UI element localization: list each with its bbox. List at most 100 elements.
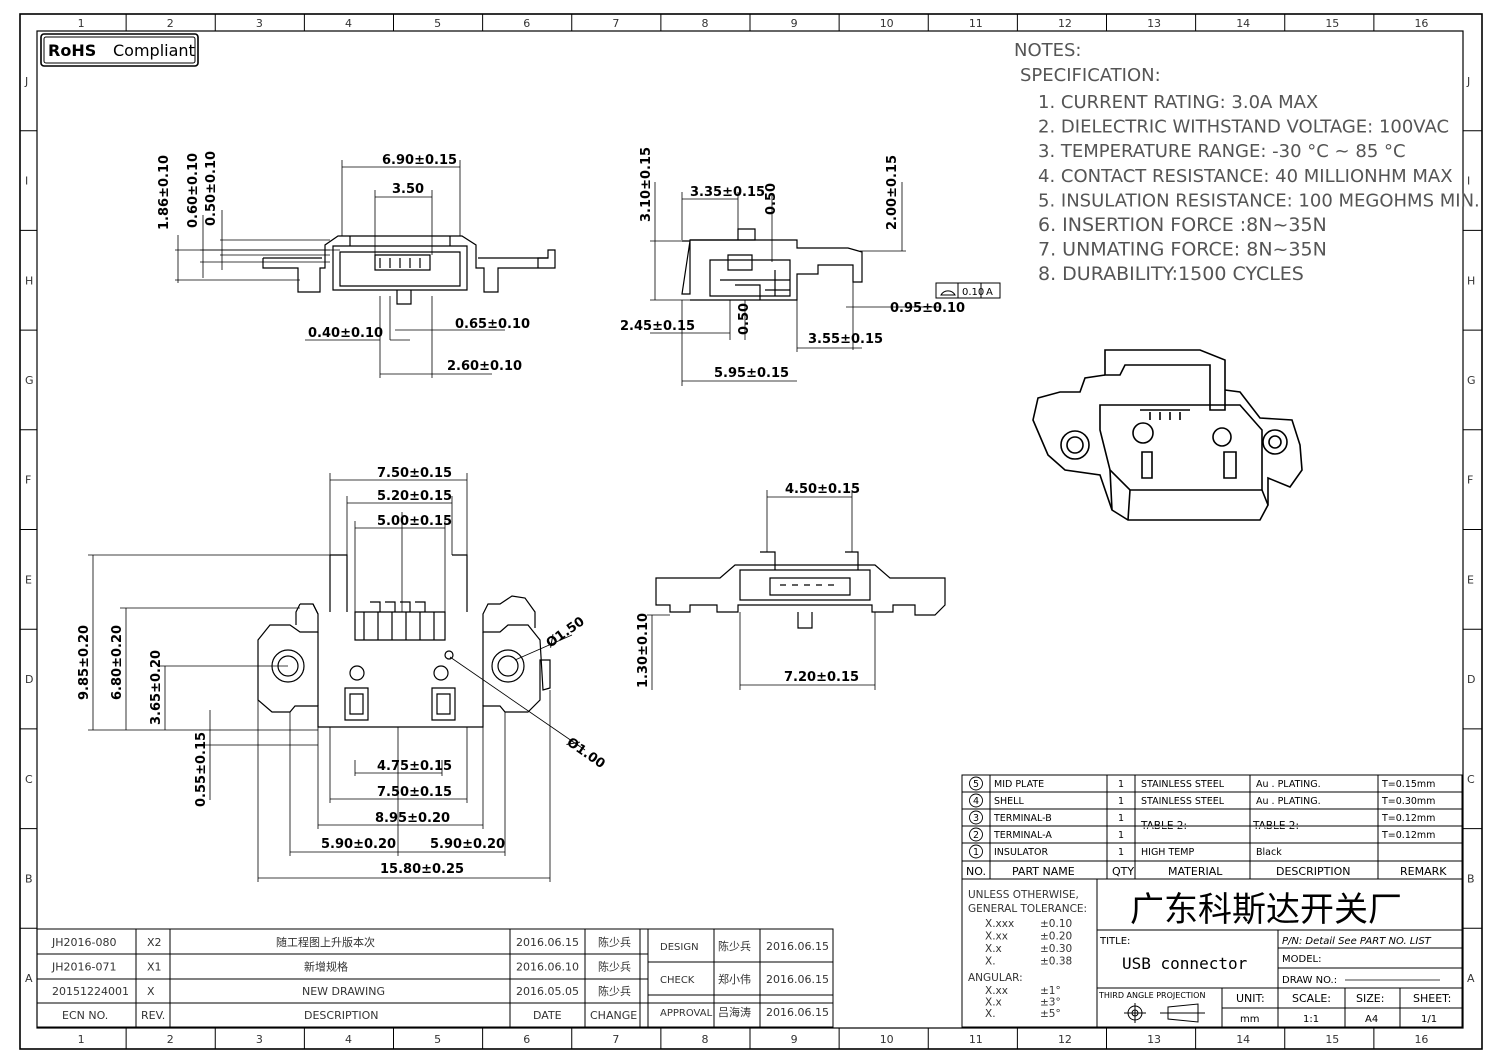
- angular-rows: X.xx±1°X.x±3°X.±5°: [985, 985, 1061, 1020]
- rear-view-dims: [647, 490, 876, 690]
- grid-row-left-A: A: [25, 972, 33, 985]
- tolerance-value: ±0.30: [1040, 943, 1072, 955]
- bom-desc: Au . PLATING.: [1256, 796, 1321, 807]
- bom-header-material: MATERIAL: [1168, 865, 1223, 878]
- bom-header-remark: REMARK: [1400, 865, 1447, 878]
- approval-name: 陈少兵: [718, 939, 751, 953]
- projection-label: THIRD ANGLE PROJECTION: [1098, 991, 1205, 1000]
- flatness-datum: A: [986, 287, 993, 298]
- isometric-view: [1032, 349, 1303, 521]
- dimension-label: 0.40±0.10: [308, 326, 383, 341]
- grid-col-bottom-5: 5: [434, 1033, 441, 1046]
- rev-date: 2016.06.10: [516, 961, 579, 974]
- rev-header-date: DATE: [533, 1009, 562, 1022]
- grid-col-top-7: 7: [612, 17, 619, 30]
- tolerance-format: X.xxx: [985, 918, 1014, 930]
- bom-balloon: [969, 810, 983, 825]
- title-block: [961, 878, 1463, 1028]
- grid-col-top-3: 3: [256, 17, 263, 30]
- model-label: MODEL:: [1282, 954, 1321, 965]
- dimension-label: 2.45±0.15: [620, 319, 695, 334]
- grid-col-top-10: 10: [880, 17, 894, 30]
- bom-qty: 1: [1118, 847, 1124, 858]
- grid-col-top-5: 5: [434, 17, 441, 30]
- grid-col-bottom-16: 16: [1414, 1033, 1428, 1046]
- scale-value: 1:1: [1303, 1014, 1319, 1025]
- note-item: 2. DIELECTRIC WITHSTAND VOLTAGE: 100VAC: [1038, 117, 1449, 138]
- title-label: TITLE:: [1099, 936, 1130, 947]
- part-number: P/N: Detail See PART NO. LIST: [1282, 936, 1432, 947]
- notes-subtitle: SPECIFICATION:: [1020, 65, 1161, 86]
- approval-role: DESIGN: [660, 942, 699, 953]
- note-item: 7. UNMATING FORCE: 8N~35N: [1038, 239, 1327, 261]
- approval-name: 郑小伟: [718, 972, 751, 986]
- bom-desc: TABLE 2:: [1252, 820, 1299, 832]
- angular-format: X.xx: [985, 985, 1008, 997]
- dimension-label: 0.95±0.10: [890, 301, 965, 316]
- bom-material: STAINLESS STEEL: [1141, 779, 1225, 790]
- tolerance-format: X.x: [985, 943, 1002, 955]
- rev-header-ecn: ECN NO.: [62, 1009, 108, 1022]
- grid-col-top-11: 11: [969, 17, 983, 30]
- angular-format: X.x: [985, 997, 1002, 1009]
- rev-ecn: 20151224001: [52, 985, 129, 998]
- front-view-dims: [175, 160, 505, 378]
- dimension-label: 4.75±0.15: [377, 759, 452, 774]
- grid-row-right-H: H: [1467, 274, 1475, 287]
- sheet-value: 1/1: [1421, 1014, 1437, 1025]
- grid-col-bottom-13: 13: [1147, 1033, 1161, 1046]
- bom-part: TERMINAL-B: [993, 813, 1052, 824]
- bom-balloon: [969, 776, 983, 791]
- grid-col-bottom-12: 12: [1058, 1033, 1072, 1046]
- approval-date: 2016.06.15: [766, 1006, 829, 1019]
- rohs-badge: RoHS Compliant: [40, 33, 199, 67]
- bom-balloon: [969, 827, 983, 842]
- angular-value: ±3°: [1040, 997, 1061, 1009]
- dimension-label: 2.00±0.15: [885, 155, 900, 230]
- grid-col-top-15: 15: [1325, 17, 1339, 30]
- dimension-label: Ø1.50: [544, 614, 588, 651]
- approval-role: CHECK: [660, 975, 695, 986]
- bom-part: MID PLATE: [994, 779, 1044, 790]
- bom-no: 5: [973, 779, 979, 790]
- bom-merge-mask: [1136, 826, 1249, 828]
- dimension-label: 5.90±0.20: [321, 837, 396, 852]
- grid-col-top-13: 13: [1147, 17, 1161, 30]
- rev-header-desc: DESCRIPTION: [304, 1009, 378, 1022]
- bom-header-part: PART NAME: [1012, 865, 1075, 878]
- grid-col-bottom-4: 4: [345, 1033, 352, 1046]
- grid-labels: 1122334455667788991010111112121313141415…: [24, 17, 1476, 1046]
- side-view-dims: [650, 182, 940, 386]
- bom-header-no: NO.: [966, 865, 986, 878]
- draw-no-label: DRAW NO.:: [1282, 975, 1337, 986]
- grid-col-bottom-10: 10: [880, 1033, 894, 1046]
- grid-row-right-I: I: [1467, 175, 1470, 188]
- notes-block: NOTES: SPECIFICATION: 1. CURRENT RATING:…: [1014, 40, 1480, 285]
- rev-date: 2016.06.15: [516, 936, 579, 949]
- note-item: 4. CONTACT RESISTANCE: 40 MILLIONHM MAX: [1038, 166, 1453, 187]
- dimension-label: 5.00±0.15: [377, 514, 452, 529]
- grid-row-right-C: C: [1467, 773, 1475, 786]
- rev-ecn: JH2016-071: [51, 961, 116, 974]
- grid-col-top-8: 8: [701, 17, 708, 30]
- bom-header-desc: DESCRIPTION: [1276, 865, 1350, 878]
- company-name: 广东科斯达开关厂: [1130, 890, 1402, 930]
- flatness-value: 0.10: [962, 287, 984, 298]
- bom-material: TABLE 2:: [1140, 820, 1187, 832]
- dimension-label: 15.80±0.25: [380, 862, 464, 877]
- size-label: SIZE:: [1356, 992, 1384, 1005]
- bom-remark: T=0.30mm: [1381, 796, 1435, 807]
- bom-balloon: [969, 793, 983, 808]
- grid-row-right-J: J: [1466, 75, 1470, 88]
- grid-row-right-D: D: [1467, 673, 1475, 686]
- rev-rev: X2: [147, 936, 162, 949]
- grid-col-bottom-3: 3: [256, 1033, 263, 1046]
- rev-desc: 新增规格: [304, 960, 348, 974]
- angular-label: ANGULAR:: [968, 972, 1023, 984]
- sheet-label: SHEET:: [1413, 992, 1451, 1005]
- bom-qty: 1: [1118, 813, 1124, 824]
